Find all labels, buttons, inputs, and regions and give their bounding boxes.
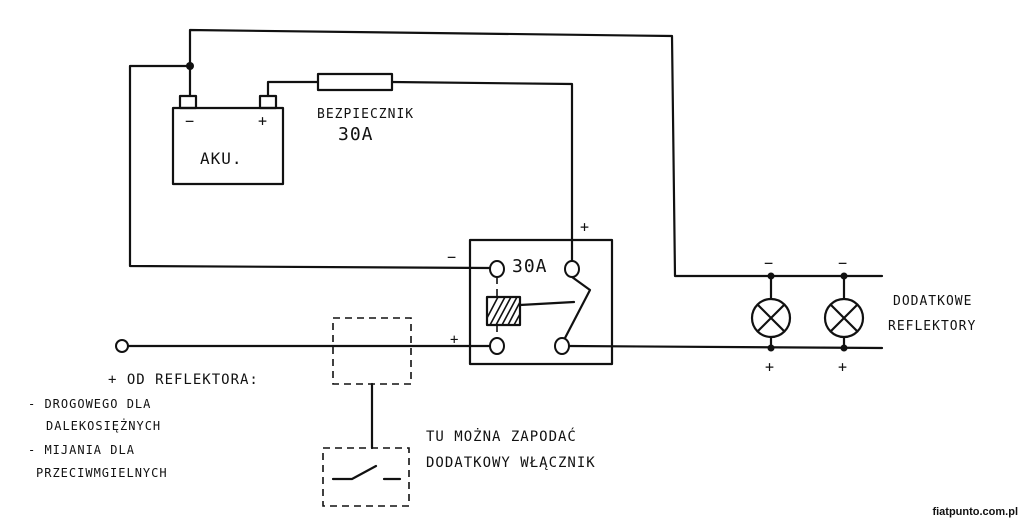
lamp1-plus: + bbox=[765, 358, 775, 376]
battery-plus-label: + bbox=[258, 112, 268, 130]
optional-box-upper bbox=[332, 317, 412, 385]
fuse-name: BEZPIECZNIK bbox=[317, 107, 414, 122]
relay-terminal-86 bbox=[489, 260, 505, 278]
battery-terminal-plus bbox=[258, 94, 278, 110]
relay-coil bbox=[485, 295, 522, 327]
relay-rating: 30A bbox=[512, 256, 548, 277]
relay-plus-in: + bbox=[450, 332, 459, 348]
wire-battery-plus-to-fuse bbox=[266, 80, 320, 98]
battery-label: AKU. bbox=[200, 149, 243, 168]
switch-note-line1: TU MOŻNA ZAPODAĆ bbox=[426, 427, 577, 445]
lamp2-minus: − bbox=[838, 254, 848, 272]
relay-plus-top: + bbox=[580, 218, 590, 236]
relay-contact-arm bbox=[518, 275, 592, 340]
option1-line2: DALEKOSIĘŻNYCH bbox=[46, 418, 161, 433]
lamp-2 bbox=[823, 272, 865, 352]
battery-terminal-minus bbox=[178, 94, 198, 110]
relay-terminal-30 bbox=[564, 260, 580, 278]
relay-box bbox=[468, 238, 614, 366]
fuse bbox=[316, 72, 394, 92]
optional-switch-symbol bbox=[331, 464, 402, 481]
wire-relay-to-lamps bbox=[567, 344, 884, 350]
lamps-label-line2: REFLEKTORY bbox=[888, 319, 976, 334]
fuse-rating: 30A bbox=[338, 124, 374, 145]
battery bbox=[171, 106, 285, 186]
relay-terminal-85 bbox=[489, 337, 505, 355]
lamp2-plus: + bbox=[838, 358, 848, 376]
optional-switch-box bbox=[322, 447, 410, 507]
lamp-1 bbox=[750, 272, 792, 352]
relay-minus-label: − bbox=[447, 248, 457, 266]
switch-note-line2: DODATKOWY WŁĄCZNIK bbox=[426, 455, 596, 471]
option1-line1: - DROGOWEGO DLA bbox=[28, 397, 151, 411]
wire-battery-minus-to-lamps bbox=[188, 28, 884, 278]
site-credit: fiatpunto.com.pl bbox=[932, 506, 1018, 518]
input-label: + OD REFLEKTORA: bbox=[108, 372, 259, 388]
lamp1-minus: − bbox=[764, 254, 774, 272]
battery-minus-label: − bbox=[185, 112, 195, 130]
input-terminal bbox=[115, 339, 129, 353]
wire-minus-to-relay bbox=[128, 64, 492, 270]
option2-line2: PRZECIWMGIELNYCH bbox=[36, 466, 168, 480]
lamps-label-line1: DODATKOWE bbox=[893, 294, 972, 309]
relay-terminal-87 bbox=[554, 337, 570, 355]
relay-coil-hatch bbox=[486, 296, 521, 326]
option2-line1: - MIJANIA DLA bbox=[28, 443, 135, 457]
wire-fuse-to-relay bbox=[390, 80, 574, 264]
